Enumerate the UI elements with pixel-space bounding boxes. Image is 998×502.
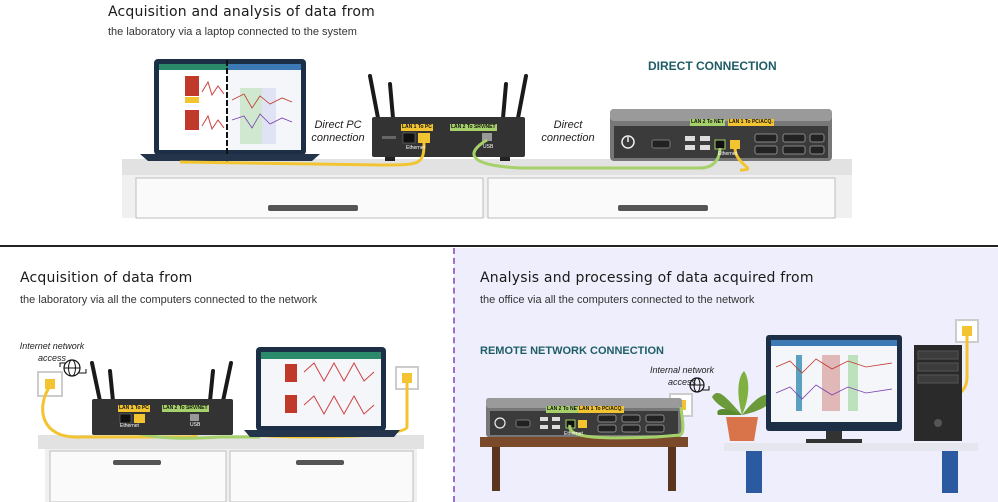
top-subtitle: the laboratory via a laptop connected to… <box>108 26 357 38</box>
top-device-lan2-tag: LAN 2 To NET <box>690 119 725 126</box>
remote-acquisition-device <box>486 398 682 437</box>
office-desk-top <box>724 443 978 451</box>
remote-panel-background <box>454 248 998 502</box>
remote-device-lan1-tag: LAN 1 To PC/ACQ. <box>578 406 624 413</box>
top-laptop <box>140 59 320 162</box>
remote-device-lan2-tag: LAN 2 To NET <box>546 406 581 413</box>
office-cable-green <box>568 406 685 440</box>
direct-pc-line2: connection <box>311 132 365 144</box>
internet-access-label-left: Internet network access <box>10 340 94 364</box>
top-router <box>368 74 528 161</box>
bottom-left-laptop <box>244 347 400 437</box>
globe-icon-left <box>59 359 87 377</box>
top-title: Acquisition and analysis of data from <box>108 4 375 20</box>
bl-router-usb-label: USB <box>190 422 201 428</box>
bottom-right-illustration <box>480 319 979 493</box>
plant-icon <box>712 371 774 441</box>
internal-line1: Internal network <box>649 365 715 375</box>
top-cable-laptop-router <box>179 142 426 167</box>
top-device-ethernet-label: Ethernet <box>718 151 737 157</box>
bottom-left-router <box>90 361 233 435</box>
top-illustration <box>122 59 852 219</box>
office-monitor <box>766 335 902 443</box>
bottom-left-title: Acquisition of data from <box>20 270 193 286</box>
bottom-right-title: Analysis and processing of data acquired… <box>480 270 814 286</box>
top-router-lan1-tag: LAN 1 To PC <box>401 124 433 131</box>
bl-router-lan1-tag: LAN 1 To PC <box>118 405 150 412</box>
top-cable-router-device <box>472 138 722 170</box>
direct-pc-connection-label: Direct PC connection <box>306 119 370 145</box>
internet-left-line2: access <box>37 353 66 363</box>
top-router-lan2-tag: LAN 2 To SRV/NET <box>450 124 497 131</box>
bottom-left-subtitle: the laboratory via all the computers con… <box>20 294 318 306</box>
top-drawer-handle-left <box>268 205 358 211</box>
section-divider <box>0 245 998 247</box>
top-drawer-handle-right <box>618 205 708 211</box>
direct-connection-label: Direct connection <box>536 119 600 145</box>
top-router-usb-label: USB <box>483 144 494 150</box>
top-acquisition-device <box>610 109 832 161</box>
direct-pc-line1: Direct PC <box>314 119 362 131</box>
panel-divider <box>453 248 455 502</box>
bottom-left-illustration <box>37 347 424 502</box>
bottom-right-subtitle: the office via all the computers connect… <box>480 294 755 306</box>
top-cable-device-ethernet <box>733 147 750 172</box>
top-router-ethernet-label: Ethernet <box>406 145 425 151</box>
direct-line2: connection <box>541 132 595 144</box>
top-device-lan1-tag: LAN 1 To PC/ACQ. <box>728 119 774 126</box>
top-desk-drawer-right <box>487 177 836 219</box>
top-desk-drawer-left <box>135 177 484 219</box>
remote-network-heading: REMOTE NETWORK CONNECTION <box>480 345 664 357</box>
bl-router-lan2-tag: LAN 2 To SRV/NET <box>162 405 209 412</box>
internet-left-line1: Internet network <box>19 341 85 351</box>
internal-line2: access <box>667 377 696 387</box>
remote-device-ethernet-label: Ethernet <box>564 431 583 437</box>
direct-line1: Direct <box>553 119 583 131</box>
bl-router-ethernet-label: Ethernet <box>120 423 139 429</box>
direct-connection-heading: DIRECT CONNECTION <box>648 59 777 73</box>
office-tower-pc <box>914 345 962 441</box>
wooden-table-top <box>480 437 688 447</box>
globe-icon-right <box>689 377 710 393</box>
internal-access-label: Internal network access <box>640 364 724 388</box>
